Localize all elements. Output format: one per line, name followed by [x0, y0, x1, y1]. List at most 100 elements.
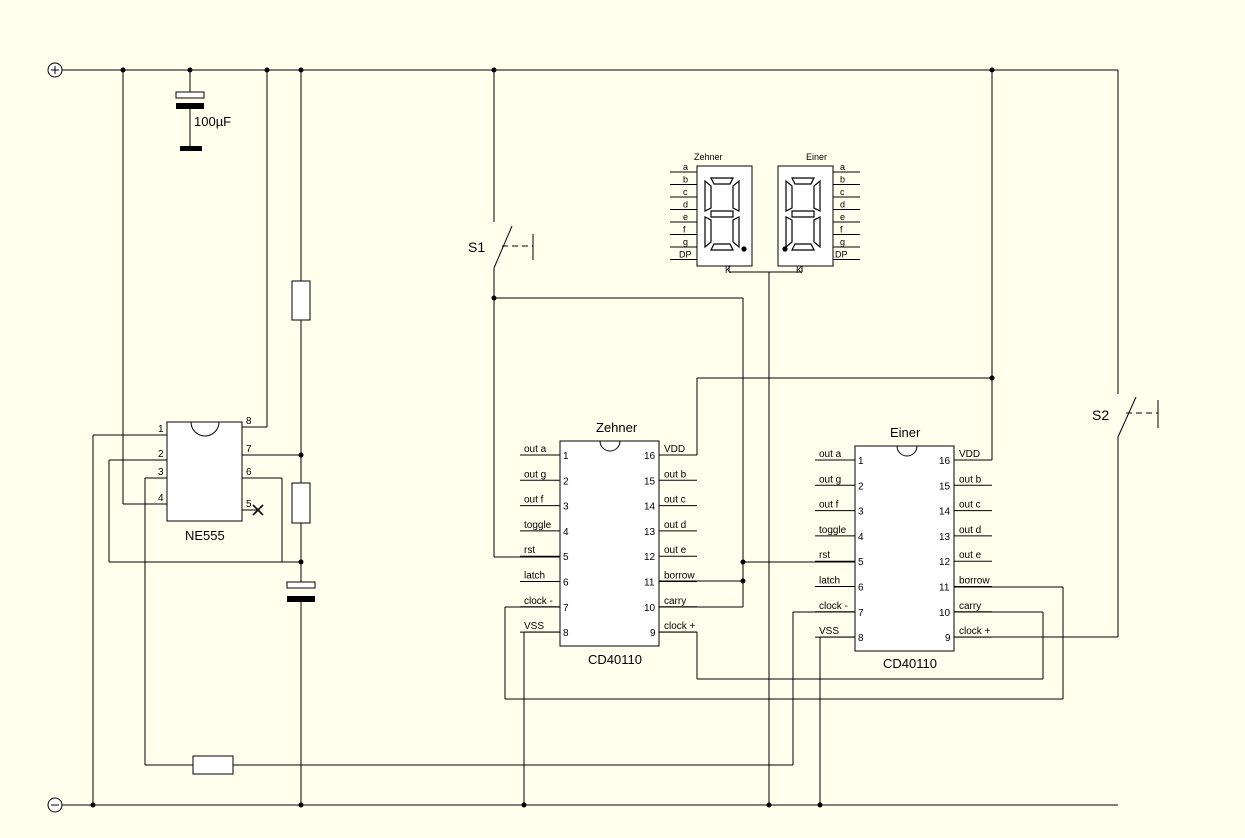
segment-label: f	[840, 225, 843, 235]
counter-pin-label: out c	[664, 495, 686, 506]
counter-pin-label: rst	[819, 550, 830, 561]
counter-pin-number: 16	[644, 451, 656, 462]
counter-pin-number: 8	[563, 628, 569, 639]
decimal-point	[782, 246, 788, 252]
switch-s2: S2	[1092, 70, 1159, 637]
segment-label: b	[683, 175, 688, 185]
reset-bus	[494, 297, 855, 608]
display-segment	[785, 216, 793, 249]
timer-pin-number: 5	[246, 499, 252, 510]
counter-pin-number: 3	[858, 507, 864, 518]
counter-pin-label: out g	[524, 469, 546, 480]
junction-dots	[90, 67, 995, 808]
counter-pin-number: 2	[563, 476, 569, 487]
decimal-point	[741, 246, 747, 252]
segment-label: e	[840, 212, 845, 222]
display-segment	[704, 179, 712, 212]
segment-label: g	[840, 237, 845, 247]
timer-pin-number: 8	[246, 416, 252, 427]
counter-units-title: Einer	[890, 425, 921, 440]
counter-pin-label: out b	[664, 469, 687, 480]
output-resistor	[192, 755, 234, 775]
counter-pin-label: out f	[819, 500, 839, 511]
counter-pin-label: VSS	[524, 621, 544, 632]
counter-pin-number: 10	[644, 603, 656, 614]
timer-pin-number: 7	[246, 444, 252, 455]
timer-pin-number: 2	[158, 449, 164, 460]
counter-pin-label: clock +	[959, 626, 991, 637]
counter-pin-label: clock +	[664, 621, 696, 632]
counter-pin-number: 15	[644, 476, 656, 487]
segment-label: c	[840, 187, 845, 197]
display-segment	[732, 216, 740, 249]
display-segment	[785, 179, 793, 212]
rc-timing-branch	[286, 70, 316, 805]
segment-label: DP	[835, 250, 848, 260]
counter-units-name: CD40110	[883, 656, 937, 671]
counter-pin-label: latch	[819, 576, 840, 587]
display-units-cathode: K	[796, 265, 802, 275]
counter-pin-label: rst	[524, 545, 535, 556]
counter-pin-label: carry	[664, 596, 686, 607]
counter-pin-number: 10	[939, 608, 951, 619]
counter-pin-number: 4	[563, 527, 569, 538]
timing-capacitor	[286, 581, 316, 589]
segment-label: d	[683, 200, 688, 210]
counter-pin-label: borrow	[959, 576, 990, 587]
counter-pin-label: out a	[524, 444, 547, 455]
counter-pin-label: out e	[959, 550, 982, 561]
timer-wiring	[92, 70, 793, 805]
s1-label: S1	[468, 239, 485, 255]
counter-pin-number: 9	[650, 628, 656, 639]
counter-pin-number: 4	[858, 532, 864, 543]
display-segment	[791, 210, 815, 218]
counter-pin-number: 15	[939, 481, 951, 492]
counter-pin-number: 6	[858, 583, 864, 594]
counter-pin-label: out g	[819, 474, 841, 485]
timing-resistor-2	[291, 482, 311, 524]
counter-pin-number: 11	[939, 583, 950, 594]
display-units-title: Einer	[806, 152, 827, 162]
counter-pin-number: 7	[858, 608, 864, 619]
units-counter-wiring	[728, 266, 1118, 805]
display-tens-title: Zehner	[694, 152, 723, 162]
counter-pin-number: 14	[939, 507, 951, 518]
counter-pin-number: 5	[858, 557, 864, 568]
counter-pin-label: out a	[819, 449, 842, 460]
display-segment	[813, 216, 821, 249]
s2-label: S2	[1092, 407, 1109, 423]
counter-pin-label: out e	[664, 545, 687, 556]
timing-resistor-1	[291, 280, 311, 321]
counter-pin-label: out b	[959, 474, 982, 485]
counter-pin-label: out c	[959, 500, 981, 511]
counter-pin-label: VDD	[664, 444, 685, 455]
counter-pin-label: toggle	[819, 525, 847, 536]
display-segment	[710, 177, 734, 185]
counter-pin-number: 9	[945, 633, 951, 644]
segment-label: b	[840, 175, 845, 185]
counter-pin-number: 8	[858, 633, 864, 644]
counter-pin-label: toggle	[524, 520, 552, 531]
timer-name: NE555	[185, 528, 225, 543]
counter-pin-label: out f	[524, 495, 544, 506]
counter-pin-label: out d	[664, 520, 686, 531]
filter-capacitor: 100µF	[175, 70, 231, 151]
segment-label: d	[840, 200, 845, 210]
timer-pin-number: 3	[158, 467, 164, 478]
display-segment	[791, 177, 815, 185]
counter-tens-name: CD40110	[588, 652, 642, 667]
counter-pin-label: out d	[959, 525, 981, 536]
segment-label: e	[683, 212, 688, 222]
counter-pin-number: 12	[644, 552, 656, 563]
segment-label: c	[683, 187, 688, 197]
segment-label: f	[683, 225, 686, 235]
segment-label: a	[840, 162, 845, 172]
counter-pin-number: 14	[644, 502, 656, 513]
switch-s1: S1	[468, 70, 534, 557]
counter-pin-number: 3	[563, 502, 569, 513]
timer-pin-number: 4	[158, 493, 164, 504]
